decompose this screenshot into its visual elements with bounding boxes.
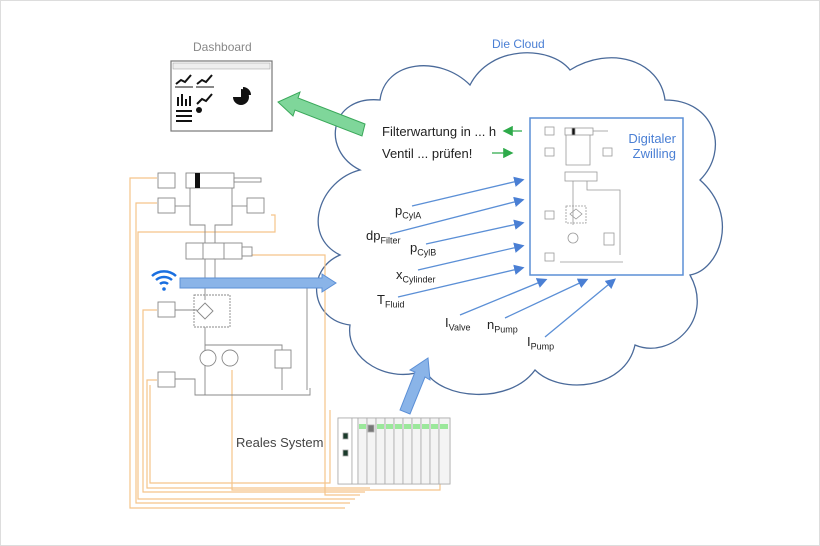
wifi-icon bbox=[151, 270, 177, 291]
twin-label-line1: Digitaler bbox=[628, 131, 676, 146]
signal-i-pump: IPump bbox=[527, 334, 555, 352]
hydraulic-schematic bbox=[157, 172, 311, 396]
twin-label-line2: Zwilling bbox=[632, 146, 676, 161]
digital-twin-box bbox=[529, 117, 684, 276]
signal-x-cylinder: xCylinder bbox=[396, 267, 436, 285]
signal-i-valve: IValve bbox=[445, 315, 471, 333]
upload-arrow bbox=[399, 357, 431, 415]
plc-controller bbox=[337, 417, 451, 485]
cloud-title: Die Cloud bbox=[492, 37, 545, 51]
green-arrow-to-dashboard bbox=[277, 91, 366, 137]
signal-n-pump: nPump bbox=[487, 317, 518, 335]
signal-wiring bbox=[129, 177, 441, 509]
signal-p-cyla: pCylA bbox=[395, 203, 422, 221]
twin-schematic bbox=[544, 126, 623, 263]
signal-t-fluid: TFluid bbox=[377, 292, 405, 310]
real-system-label: Reales System bbox=[236, 435, 324, 450]
data-transfer-arrow bbox=[179, 273, 337, 293]
message-filter-maintenance: Filterwartung in ... h bbox=[382, 124, 497, 139]
signal-arrows bbox=[389, 176, 617, 338]
message-valve-check: Ventil ... prüfen! bbox=[382, 146, 473, 161]
dashboard-icon bbox=[170, 60, 273, 132]
signal-p-cylb: pCylB bbox=[410, 240, 437, 258]
dashboard-title: Dashboard bbox=[193, 40, 252, 54]
signal-dp-filter: dpFilter bbox=[366, 228, 401, 246]
